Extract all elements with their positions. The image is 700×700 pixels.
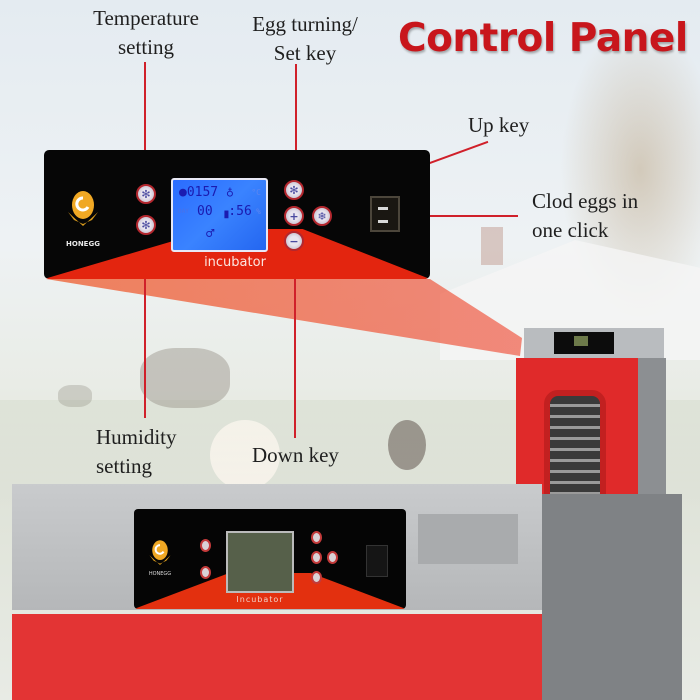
callout-egg-turning-line2: Set key	[273, 41, 337, 65]
page-title: Control Panel	[398, 16, 688, 61]
power-socket	[370, 196, 400, 232]
lcd-humidity-readout: 00 ▗:56	[197, 204, 252, 219]
logo-text: HONEGG	[66, 240, 100, 248]
down-button[interactable]: −	[284, 231, 304, 251]
callout-humidity: Humidity setting	[96, 423, 206, 481]
socket-pin	[378, 207, 388, 210]
callout-cold-eggs-line2: one click	[532, 218, 609, 242]
mini-control-panel	[554, 332, 614, 354]
hay-bale	[140, 348, 230, 408]
incubator-top	[524, 328, 664, 358]
egg-turning-status-icon: ♂	[206, 226, 215, 242]
callout-temperature-line1: Temperature	[93, 6, 199, 30]
control-panel-large: HONEGG Incubator	[134, 509, 406, 609]
honegg-logo-icon	[68, 191, 98, 226]
temperature-button-large[interactable]	[200, 539, 211, 552]
lcd-display-large	[226, 531, 294, 593]
callout-temperature: Temperature setting	[72, 4, 220, 62]
lcd-temperature-readout: ●0157 ♁	[179, 185, 234, 200]
callout-cold-eggs: Clod eggs in one click	[532, 187, 672, 245]
humidity-button-large[interactable]	[200, 566, 211, 579]
background-chimney	[481, 227, 503, 265]
incubator-side-large	[542, 494, 682, 700]
callout-line-humidity	[144, 225, 146, 418]
power-socket-large	[366, 545, 388, 577]
lcd-unit-percent: %	[256, 207, 261, 216]
lcd-display: ●0157 ♁ °C DAY 00 ▗:56 % ♂	[171, 178, 268, 252]
hay-bale-small	[58, 385, 92, 407]
lcd-unit-celsius: °C	[251, 188, 261, 197]
callout-egg-turning: Egg turning/ Set key	[240, 10, 370, 68]
callout-line-down	[294, 240, 296, 438]
callout-egg-turning-line1: Egg turning/	[252, 12, 358, 36]
callout-humidity-line1: Humidity	[96, 425, 177, 449]
humidity-button[interactable]: ✻	[136, 215, 156, 235]
callout-humidity-line2: setting	[96, 454, 152, 478]
egg-turning-set-button[interactable]: ✻	[284, 180, 304, 200]
up-button-large[interactable]	[311, 551, 322, 564]
hen-dark	[388, 420, 426, 470]
cold-eggs-button[interactable]: ❄	[312, 206, 332, 226]
cold-eggs-button-large[interactable]	[327, 551, 338, 564]
socket-pin	[378, 220, 388, 223]
incubator-side	[638, 358, 666, 520]
honegg-logo-icon	[149, 540, 171, 565]
temperature-button[interactable]: ✻	[136, 184, 156, 204]
hen-white	[210, 420, 280, 490]
callout-line-temperature	[144, 62, 146, 190]
down-button-large[interactable]	[311, 571, 322, 584]
callout-up-key: Up key	[468, 113, 530, 137]
egg-turning-button-large[interactable]	[311, 531, 322, 544]
incubator-door-large	[12, 614, 542, 700]
callout-cold-eggs-line1: Clod eggs in	[532, 189, 639, 213]
incubator-top-large: HONEGG Incubator	[12, 484, 542, 610]
mini-lcd	[574, 336, 588, 346]
panel-brand-label: incubator	[204, 255, 266, 270]
up-button[interactable]: +	[284, 206, 304, 226]
lcd-day-label: DAY	[178, 208, 189, 215]
panel-brand-label-large: Incubator	[236, 595, 284, 604]
vent-slot	[418, 514, 518, 564]
incubator-large-view: HONEGG Incubator	[12, 484, 682, 700]
door-window-trays	[544, 390, 606, 510]
callout-temperature-line2: setting	[118, 35, 174, 59]
control-panel: HONEGG ✻ ✻ ●0157 ♁ °C DAY 00 ▗:56 % ♂ ✻ …	[44, 150, 430, 279]
callout-line-egg-turning	[295, 64, 297, 190]
callout-down-key: Down key	[252, 443, 339, 467]
logo-text-large: HONEGG	[148, 571, 172, 577]
